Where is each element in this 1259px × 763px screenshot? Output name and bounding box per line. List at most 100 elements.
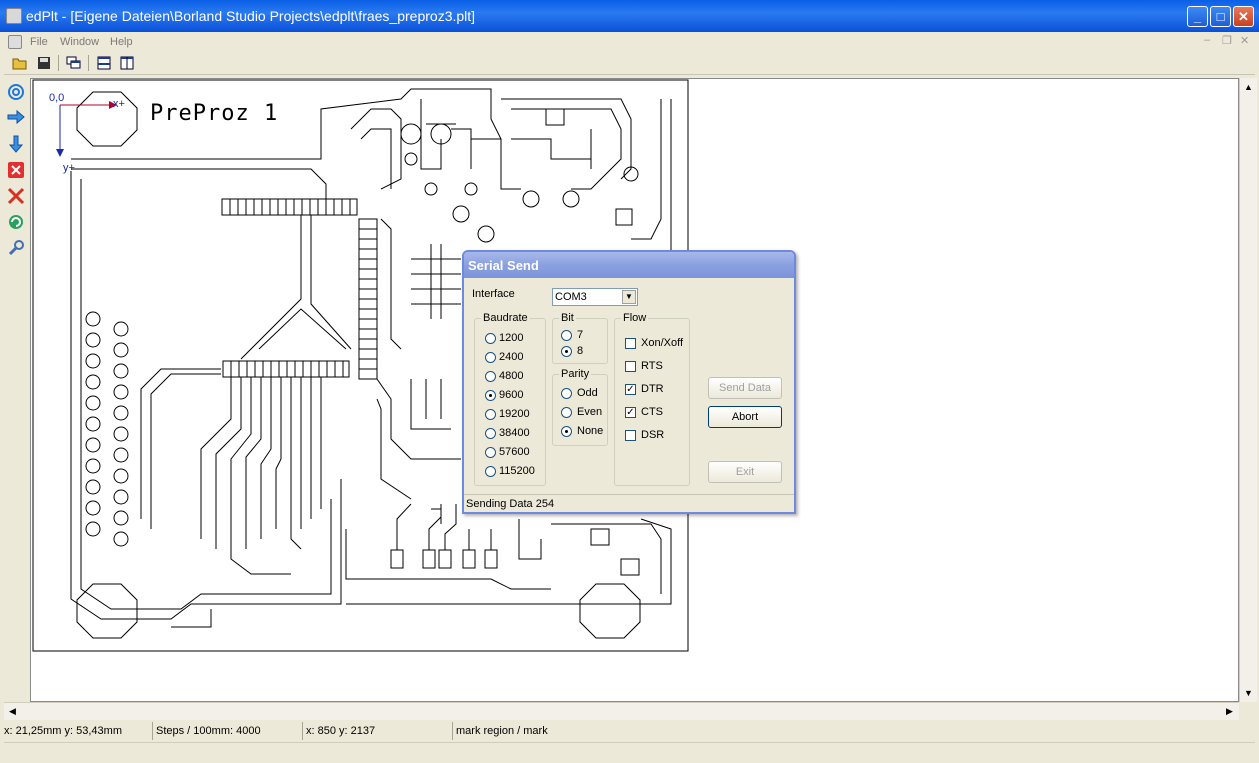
parity-group: Parity Odd Even None: [552, 368, 608, 446]
baud-9600-radio[interactable]: [485, 390, 496, 401]
pcb-pad: [85, 479, 101, 495]
cascade-windows-icon[interactable]: [64, 53, 84, 73]
close-button[interactable]: ✕: [1233, 6, 1254, 27]
close-icon: ✕: [1238, 9, 1249, 24]
pcb-pad: [85, 332, 101, 348]
drawing-canvas[interactable]: 0,0 x+ y+ PreProz 1: [30, 78, 1239, 702]
open-folder-icon[interactable]: [10, 53, 30, 73]
chevron-down-icon[interactable]: ▼: [622, 290, 636, 304]
baud-57600-radio[interactable]: [485, 447, 496, 458]
status-bar: x: 21,25mm y: 53,43mm Steps / 100mm: 400…: [4, 720, 1255, 742]
app-icon[interactable]: [6, 8, 22, 24]
pcb-pad: [85, 500, 101, 516]
scroll-up-icon[interactable]: ▲: [1244, 81, 1253, 92]
pcb-pad: [113, 510, 129, 526]
baud-115200-label: 115200: [499, 465, 535, 477]
scroll-right-icon[interactable]: ▶: [1226, 706, 1233, 716]
pcb-pad: [113, 363, 129, 379]
baud-9600-label: 9600: [499, 389, 524, 401]
parity-label: Parity: [559, 368, 592, 380]
cut-icon[interactable]: [6, 186, 26, 206]
maximize-button[interactable]: □: [1210, 6, 1231, 27]
abort-button[interactable]: Abort: [708, 406, 782, 428]
baudrate-label: Baudrate: [481, 312, 530, 324]
exit-button[interactable]: Exit: [708, 461, 782, 483]
flow-label: Flow: [621, 312, 649, 324]
pcb-pad: [113, 531, 129, 547]
mdi-child-icon[interactable]: [8, 35, 22, 49]
mdi-close-icon[interactable]: ✕: [1240, 35, 1250, 47]
dialog-title: Serial Send: [468, 258, 539, 273]
arrow-right-icon[interactable]: [6, 107, 26, 127]
pcb-pad: [113, 447, 129, 463]
bit-8-label: 8: [577, 345, 584, 357]
target-icon[interactable]: [6, 82, 26, 102]
minimize-button[interactable]: _: [1187, 6, 1208, 27]
status-coords-steps: x: 850 y: 2137: [306, 722, 453, 740]
pcb-pad: [85, 395, 101, 411]
toolbar-separator: [88, 55, 89, 71]
interface-select[interactable]: COM3 ▼: [552, 288, 638, 306]
status-coords-mm: x: 21,25mm y: 53,43mm: [4, 722, 153, 740]
pcb-pad: [113, 426, 129, 442]
xonxoff-label: Xon/Xoff: [641, 337, 683, 349]
pcb-pad: [85, 521, 101, 537]
mdi-minimize-icon[interactable]: –: [1204, 34, 1211, 46]
parity-odd-radio[interactable]: [561, 388, 572, 399]
flow-group: Flow Xon/Xoff RTS ✓ DTR ✓ CTS DSR: [614, 312, 690, 486]
menu-help[interactable]: Help: [110, 36, 133, 48]
mdi-restore-icon[interactable]: ❐: [1222, 35, 1232, 47]
send-data-button[interactable]: Send Data: [708, 377, 782, 399]
baud-2400-radio[interactable]: [485, 352, 496, 363]
tile-vertical-icon[interactable]: [117, 53, 137, 73]
y-axis-label: y+: [63, 162, 75, 174]
baud-115200-radio[interactable]: [485, 466, 496, 477]
bit-7-radio[interactable]: [561, 330, 572, 341]
pcb-pad: [113, 321, 129, 337]
baud-4800-radio[interactable]: [485, 371, 496, 382]
baud-57600-label: 57600: [499, 446, 530, 458]
bit-label: Bit: [559, 312, 576, 324]
wrench-icon[interactable]: [6, 238, 26, 258]
menu-file[interactable]: File: [30, 36, 48, 48]
parity-none-radio[interactable]: [561, 426, 572, 437]
xonxoff-checkbox[interactable]: [625, 338, 636, 349]
bit-group: Bit 7 8: [552, 312, 608, 364]
pcb-pad: [113, 384, 129, 400]
arrow-down-icon[interactable]: [6, 134, 26, 154]
rts-checkbox[interactable]: [625, 361, 636, 372]
baud-38400-radio[interactable]: [485, 428, 496, 439]
menu-window[interactable]: Window: [60, 36, 100, 48]
pcb-pad: [85, 374, 101, 390]
pcb-drawing: [32, 79, 689, 652]
dialog-title-bar[interactable]: Serial Send: [464, 252, 794, 278]
dtr-checkbox[interactable]: ✓: [625, 384, 636, 395]
delete-icon[interactable]: [6, 160, 26, 180]
scroll-down-icon[interactable]: ▼: [1244, 687, 1253, 698]
bit-8-radio[interactable]: [561, 346, 572, 357]
dialog-divider: [464, 494, 794, 495]
dsr-checkbox[interactable]: [625, 430, 636, 441]
minimize-icon: _: [1193, 9, 1202, 24]
dtr-label: DTR: [641, 383, 664, 395]
cts-checkbox[interactable]: ✓: [625, 407, 636, 418]
pcb-pad: [85, 311, 101, 327]
left-toolbar: [4, 80, 28, 700]
refresh-icon[interactable]: [6, 212, 26, 232]
window-title: edPlt - [Eigene Dateien\Borland Studio P…: [26, 8, 476, 24]
menu-bar: File Window Help – ❐ ✕: [4, 32, 1255, 52]
status-mode: mark region / mark: [456, 725, 548, 737]
tile-horizontal-icon[interactable]: [94, 53, 114, 73]
parity-even-radio[interactable]: [561, 407, 572, 418]
cts-label: CTS: [641, 406, 663, 418]
horizontal-scrollbar[interactable]: ◀ ▶: [4, 702, 1239, 720]
vertical-scrollbar[interactable]: ▲ ▼: [1239, 78, 1257, 702]
origin-label: 0,0: [49, 92, 65, 104]
dsr-label: DSR: [641, 429, 665, 441]
baud-19200-radio[interactable]: [485, 409, 496, 420]
baud-2400-label: 2400: [499, 351, 524, 363]
baud-1200-radio[interactable]: [485, 333, 496, 344]
scroll-left-icon[interactable]: ◀: [9, 706, 16, 716]
save-icon[interactable]: [34, 53, 54, 73]
serial-send-dialog: Serial Send Interface COM3 ▼ Baudrate 12…: [462, 250, 796, 514]
